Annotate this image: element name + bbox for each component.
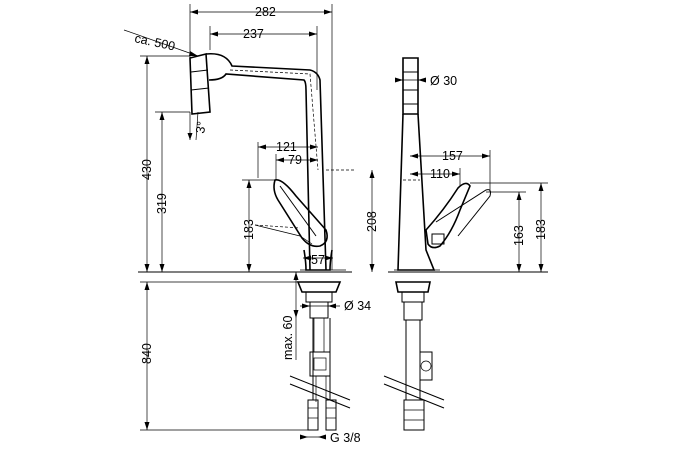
front-view: 282 237 ca. 500 430 [123, 4, 379, 445]
dim-label-237: 237 [243, 27, 264, 41]
dimension-430: 430 [140, 55, 190, 272]
dimension-157: 157 [410, 149, 491, 192]
dim-label-157: 157 [442, 149, 463, 163]
side-view: Ø 30 157 110 163 [383, 57, 548, 431]
dim-label-diameter-30: Ø 30 [430, 74, 457, 88]
dim-label-282: 282 [255, 5, 276, 19]
dim-label-110: 110 [430, 167, 450, 181]
dim-label-pullout: ca. 500 [133, 31, 176, 53]
dimension-282: 282 [189, 4, 333, 270]
dim-label-183-side: 183 [534, 219, 548, 240]
mounting-assembly-front [289, 281, 351, 431]
dim-label-121: 121 [276, 140, 297, 154]
dimension-110: 110 [410, 167, 461, 186]
dimension-diameter-34: Ø 34 [300, 299, 371, 313]
dim-label-diameter-34: Ø 34 [344, 299, 371, 313]
dim-label-163: 163 [512, 225, 526, 246]
dimension-208: 208 [365, 170, 379, 272]
dim-label-319: 319 [155, 193, 169, 214]
dimension-max-60: max. 60 [281, 272, 299, 360]
dim-label-208: 208 [365, 211, 379, 232]
dimension-319: 319 [155, 111, 190, 272]
dimension-angle: 3° [187, 111, 209, 141]
dim-label-thread: G 3/8 [330, 431, 361, 445]
dimension-thread: G 3/8 [300, 431, 361, 445]
dimension-163: 163 [486, 191, 526, 272]
mounting-assembly-side [383, 281, 445, 431]
dim-label-430: 430 [140, 159, 154, 180]
dim-label-57: 57 [311, 253, 325, 267]
dim-label-79: 79 [288, 153, 302, 167]
dimension-diameter-30: Ø 30 [395, 74, 457, 88]
dimension-57: 57 [303, 253, 333, 267]
dimension-183-side: 183 [470, 182, 548, 272]
dimension-183-front: 183 [242, 179, 275, 272]
dimension-237: 237 [209, 26, 318, 90]
dimension-840: 840 [140, 281, 308, 431]
faucet-side-body [388, 57, 548, 273]
dim-label-183-front: 183 [242, 219, 256, 240]
dim-label-max-60: max. 60 [281, 315, 295, 360]
dim-label-angle: 3° [193, 120, 209, 134]
dimension-79: 79 [275, 153, 318, 180]
dimension-pullout: ca. 500 [123, 29, 199, 57]
dim-label-840: 840 [140, 343, 154, 364]
dimension-121: 121 [257, 140, 318, 178]
faucet-body [138, 52, 356, 273]
